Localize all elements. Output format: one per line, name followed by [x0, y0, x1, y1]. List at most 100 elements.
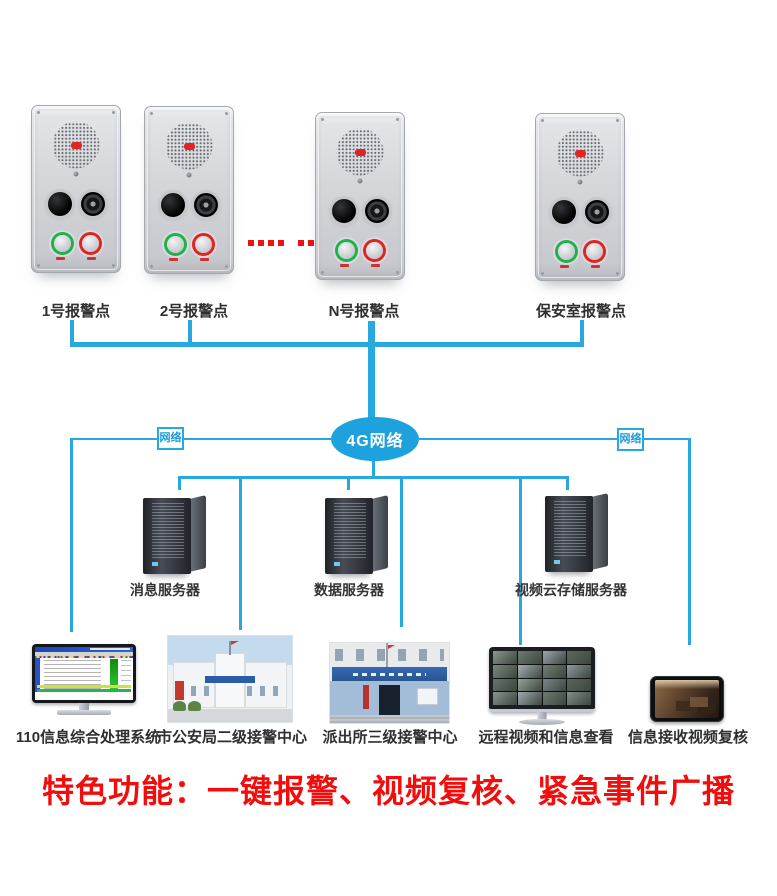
device-label: 保安室报警点	[535, 303, 627, 320]
dispatch-software-screen	[35, 647, 133, 700]
entrance-door	[378, 684, 401, 715]
device-label: N号报警点	[328, 303, 400, 320]
server-front-panel	[143, 498, 191, 574]
monitor-bezel	[489, 647, 595, 712]
tablet-screen-photo	[655, 680, 719, 718]
camera-window-icon	[551, 200, 576, 225]
camera-tile	[542, 664, 567, 678]
feature-headline: 特色功能：一键报警、视频复核、紧急事件广播	[41, 773, 736, 809]
ellipsis-dot	[298, 240, 304, 246]
entrance-canopy	[205, 675, 255, 684]
more-devices-ellipsis	[248, 240, 318, 246]
entrance-steps	[330, 715, 449, 723]
camera-window-icon	[160, 193, 185, 218]
button-label-mark	[371, 264, 380, 268]
ellipsis-dot	[268, 240, 274, 246]
call-button-icon	[557, 243, 575, 261]
indicator-led-icon	[73, 171, 79, 177]
endpoint-label: 信息接收视频复核	[627, 729, 749, 746]
status-bar	[37, 689, 131, 692]
monitor-stand	[79, 703, 89, 711]
alarm-button-icon	[585, 243, 603, 261]
connector-hub-right	[419, 438, 690, 440]
remote-video-monitor	[489, 647, 595, 727]
alarm-point-device-guard	[535, 113, 625, 281]
camera-lens-icon	[364, 199, 389, 224]
indicator-led-icon	[577, 179, 583, 185]
connector-hub-to-server-bus	[372, 460, 375, 477]
alarm-point-device-n	[315, 112, 405, 280]
connector-drop-station	[400, 476, 403, 627]
brand-logo-icon	[574, 149, 586, 157]
connector-drop-city-police	[239, 476, 242, 630]
speaker-grille-icon	[52, 121, 100, 169]
side-panel	[35, 658, 40, 692]
connector-left-drop-110	[70, 438, 73, 632]
camera-tile	[517, 678, 542, 692]
device-label: 1号报警点	[41, 303, 111, 320]
camera-tile	[567, 651, 591, 664]
camera-tile	[493, 664, 517, 678]
server-side-panel	[591, 493, 608, 570]
screw-icon	[321, 118, 324, 121]
button-label-mark	[560, 265, 569, 269]
camera-tile	[542, 678, 567, 692]
message-server-icon	[143, 495, 209, 576]
camera-tile	[517, 651, 542, 664]
server-label: 数据服务器	[314, 582, 384, 598]
detail-rows	[121, 660, 131, 690]
endpoint-label: 派出所三级接警中心	[322, 729, 458, 746]
network-tag-right: 网络	[617, 428, 644, 451]
flag-icon	[385, 643, 395, 667]
button-label-mark	[56, 257, 65, 261]
connector-drop-cctv	[519, 476, 522, 645]
flag-icon	[228, 641, 239, 655]
button-label-mark	[591, 265, 600, 269]
camera-tile	[567, 692, 591, 705]
ellipsis-dot	[278, 240, 284, 246]
server-label: 消息服务器	[130, 582, 200, 598]
speaker-grille-icon	[165, 122, 213, 170]
camera-tile	[542, 692, 567, 705]
building-wing	[244, 661, 288, 709]
server-front-panel	[325, 498, 373, 574]
ellipsis-dot	[248, 240, 254, 246]
button-label-mark	[169, 258, 178, 262]
connector-feed-device1	[70, 320, 74, 344]
forecourt	[168, 709, 292, 722]
shrub	[187, 700, 201, 711]
connector-stub-server1	[178, 476, 181, 490]
ellipsis-dot	[258, 240, 264, 246]
connector-server-bus	[178, 476, 569, 479]
connector-top-bus	[70, 342, 584, 347]
camera-lens-icon	[584, 200, 609, 225]
button-label-mark	[340, 264, 349, 268]
camera-window-icon	[47, 192, 72, 217]
device-label: 2号报警点	[159, 303, 229, 320]
monitor-stand	[537, 712, 547, 720]
connector-right-drop-tablet	[688, 438, 691, 645]
call-button-icon	[337, 242, 355, 260]
video-cloud-server-icon	[545, 493, 611, 574]
server-label: 视频云存储服务器	[515, 582, 627, 598]
sign-board	[416, 687, 439, 706]
alarm-button-icon	[365, 242, 383, 260]
connector-feed-device2	[188, 320, 192, 344]
monitor-base	[57, 710, 111, 715]
connector-hub-left	[70, 438, 332, 440]
connector-stub-server3	[566, 476, 569, 490]
camera-lens-icon	[193, 193, 218, 218]
alarm-button-icon	[194, 236, 212, 254]
monitor-base	[519, 719, 565, 725]
call-button-icon	[166, 236, 184, 254]
connector-feed-device4	[580, 320, 584, 344]
server-side-panel	[371, 495, 388, 572]
windows	[334, 649, 445, 661]
data-server-icon	[325, 495, 391, 576]
endpoint-label: 110信息综合处理系统	[15, 729, 161, 746]
endpoint-label: 市公安局二级接警中心	[156, 729, 308, 746]
windows	[177, 685, 213, 697]
ellipsis-dot	[308, 240, 314, 246]
camera-grid-4x4	[493, 651, 591, 705]
